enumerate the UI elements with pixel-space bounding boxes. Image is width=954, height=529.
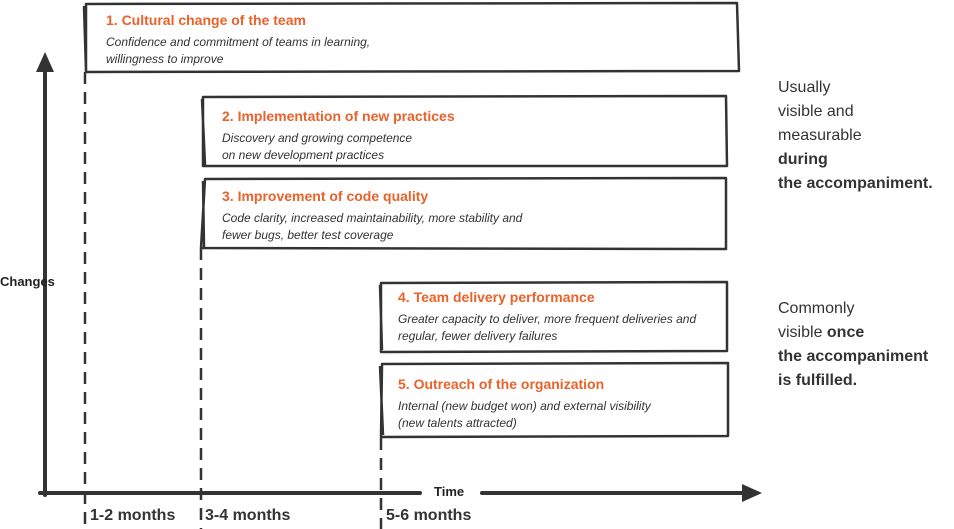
side-note-line: visible once (778, 321, 954, 345)
step-description: Internal (new budget won) and external v… (398, 399, 651, 430)
step-title: 1. Cultural change of the team (106, 12, 306, 28)
box-1-outline (82, 1, 741, 74)
x-axis-arrow-icon (742, 484, 762, 502)
y-axis-arrow-icon (36, 52, 54, 72)
x-axis-label: Time (434, 484, 465, 499)
box-4-outline (378, 280, 729, 354)
step-description: Confidence and commitment of teams in le… (106, 35, 371, 66)
step-title: 4. Team delivery performance (398, 289, 595, 305)
side-note-during: Usually visible and measurable during th… (778, 76, 954, 196)
box-2-outline (200, 94, 729, 168)
side-note-after: Commonly visible once the accompaniment … (778, 297, 954, 393)
step-description: Greater capacity to deliver, more freque… (398, 312, 697, 343)
step-box-1: 1. Cultural change of the team Confidenc… (106, 12, 726, 68)
y-axis-label: Changes (0, 274, 55, 289)
step-box-5: 5. Outreach of the organization Internal… (398, 376, 723, 432)
side-note-plain-part: visible (778, 324, 827, 341)
tick-label: 5-6 months (386, 507, 472, 524)
side-note-bold-line: is fulfilled. (778, 372, 858, 389)
side-note-line: Usually (778, 79, 831, 96)
step-box-3: 3. Improvement of code quality Code clar… (222, 188, 722, 244)
side-note-bold-line: the accompaniment (778, 348, 929, 365)
step-box-2: 2. Implementation of new practices Disco… (222, 108, 722, 162)
side-note-line: visible and (778, 103, 854, 120)
side-note-bold-line: the accompaniment. (778, 175, 933, 192)
step-description: Code clarity, increased maintainability,… (222, 211, 523, 242)
step-title: 2. Implementation of new practices (222, 108, 455, 124)
step-description: Discovery and growing competence on new … (222, 131, 413, 162)
side-note-line: measurable (778, 127, 862, 144)
box-5-outline (378, 361, 730, 439)
side-note-bold-part: once (826, 324, 865, 341)
side-note-line: Commonly (778, 300, 855, 317)
box-3-outline (199, 176, 728, 251)
step-box-4: 4. Team delivery performance Greater cap… (398, 289, 723, 345)
step-title: 3. Improvement of code quality (222, 188, 429, 204)
side-note-bold-line: during (778, 151, 828, 168)
tick-label: 3-4 months (205, 507, 291, 524)
tick-label: 1-2 months (90, 507, 176, 524)
step-title: 5. Outreach of the organization (398, 376, 605, 392)
